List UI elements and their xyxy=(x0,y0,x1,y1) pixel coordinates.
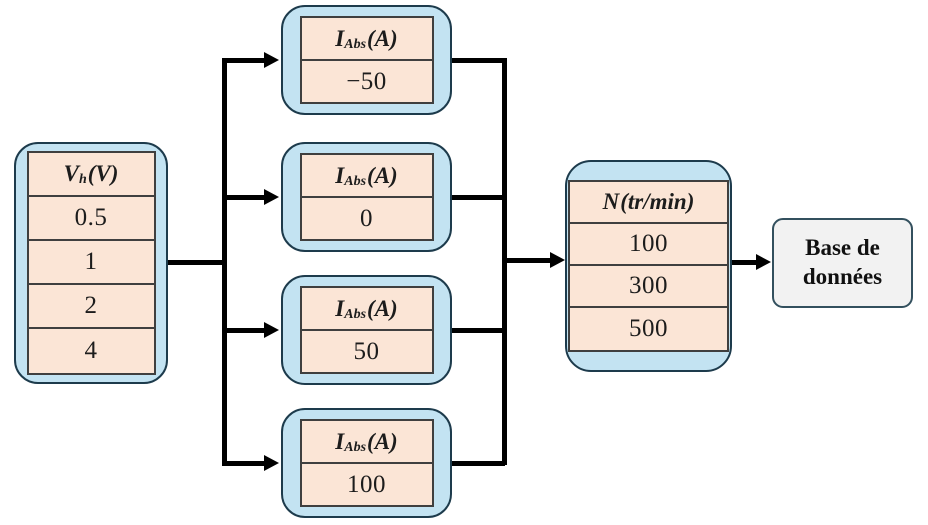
table-cell: 0.5 xyxy=(28,197,154,241)
connector-line xyxy=(450,461,505,466)
header-subscript: Abs xyxy=(344,439,367,455)
header-subscript: h xyxy=(78,172,87,187)
table-cell: 2 xyxy=(28,285,154,329)
header-symbol: I xyxy=(335,295,345,321)
arrowhead-right-icon xyxy=(264,189,279,205)
table-cell: 500 xyxy=(629,315,668,342)
arrowhead-right-icon xyxy=(264,455,279,471)
connector-line xyxy=(222,58,265,63)
header-subscript: Abs xyxy=(344,36,367,52)
arrowhead-right-icon xyxy=(756,254,771,270)
database-box: Base de données xyxy=(772,218,913,308)
header-symbol: V xyxy=(63,161,79,186)
connector-line xyxy=(222,195,265,200)
connector-line xyxy=(450,58,505,63)
connector-line xyxy=(730,260,757,265)
header-symbol: N xyxy=(602,189,620,214)
header-unit: (A) xyxy=(367,295,398,321)
connector-line xyxy=(222,58,227,465)
arrowhead-right-icon xyxy=(264,52,279,68)
n-table: N(tr/min) 100 300 500 xyxy=(568,180,729,352)
header-subscript: Abs xyxy=(344,306,367,322)
table-cell: 50 xyxy=(353,337,380,365)
header-unit: (tr/min) xyxy=(620,189,695,214)
header-symbol: I xyxy=(335,428,345,454)
connector-line xyxy=(450,195,505,200)
connector-line xyxy=(222,461,265,466)
header-unit: (A) xyxy=(367,162,398,188)
header-symbol: I xyxy=(335,25,345,51)
connector-line xyxy=(505,258,551,263)
header-unit: (V) xyxy=(87,161,119,186)
header-unit: (A) xyxy=(367,25,398,51)
arrowhead-right-icon xyxy=(264,322,279,338)
table-cell: 100 xyxy=(347,470,386,498)
database-label-line2: données xyxy=(802,264,883,289)
connector-line xyxy=(222,328,265,333)
header-unit: (A) xyxy=(367,428,398,454)
header-symbol: I xyxy=(335,162,345,188)
connector-line xyxy=(450,328,505,333)
table-cell: 1 xyxy=(28,241,154,285)
table-cell: 300 xyxy=(570,266,727,308)
connector-line xyxy=(166,260,227,265)
arrowhead-right-icon xyxy=(550,252,565,268)
table-cell: 4 xyxy=(84,337,98,364)
table-cell: 0 xyxy=(360,204,373,232)
n-table-header: N(tr/min) xyxy=(570,182,727,224)
table-cell: 100 xyxy=(570,224,727,266)
connector-line xyxy=(502,58,507,465)
header-subscript: Abs xyxy=(344,173,367,189)
database-label-line1: Base de xyxy=(805,235,880,261)
n-table-container: N(tr/min) 100 300 500 xyxy=(565,160,732,372)
table-cell: −50 xyxy=(346,67,387,95)
